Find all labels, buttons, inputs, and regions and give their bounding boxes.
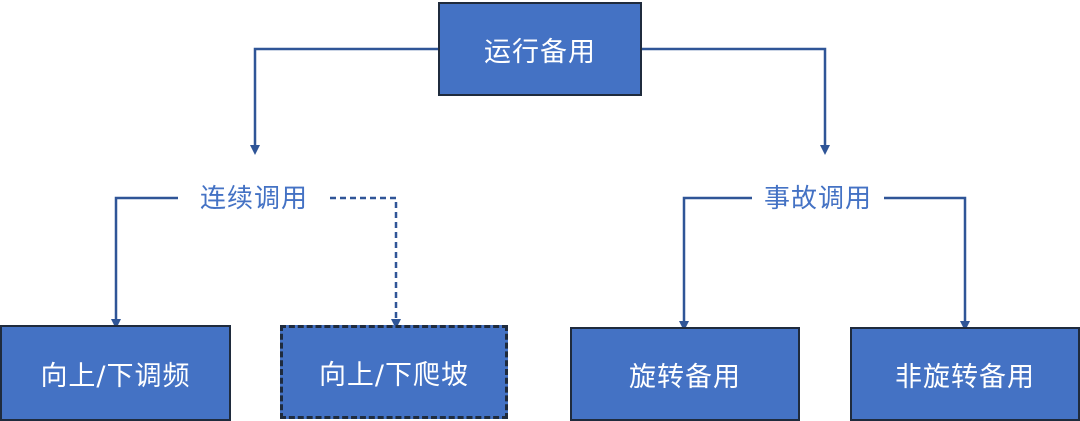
label-fault-dispatch: 事故调用 <box>763 184 872 214</box>
node-non-spinning-reserve-label: 非旋转备用 <box>895 361 1035 393</box>
node-up-down-regulation: 向上/下调频 <box>0 325 231 421</box>
node-root-label: 运行备用 <box>484 36 596 68</box>
node-up-down-ramp: 向上/下爬坡 <box>280 325 508 419</box>
node-spinning-reserve: 旋转备用 <box>570 327 800 421</box>
node-non-spinning-reserve: 非旋转备用 <box>850 327 1080 421</box>
node-up-down-ramp-label: 向上/下爬坡 <box>318 359 470 391</box>
node-up-down-regulation-label: 向上/下调频 <box>40 360 191 392</box>
connector-continuous-to-ramp <box>330 196 401 329</box>
connector-root-to-continuous <box>250 47 438 155</box>
label-continuous-dispatch: 连续调用 <box>199 184 308 214</box>
connector-fault-to-non-spinning <box>884 196 970 331</box>
connector-fault-to-spinning <box>679 196 752 331</box>
node-root: 运行备用 <box>438 2 642 96</box>
node-spinning-reserve-label: 旋转备用 <box>629 361 741 393</box>
connector-continuous-to-regulation <box>111 196 178 329</box>
connector-root-to-fault <box>642 47 830 155</box>
